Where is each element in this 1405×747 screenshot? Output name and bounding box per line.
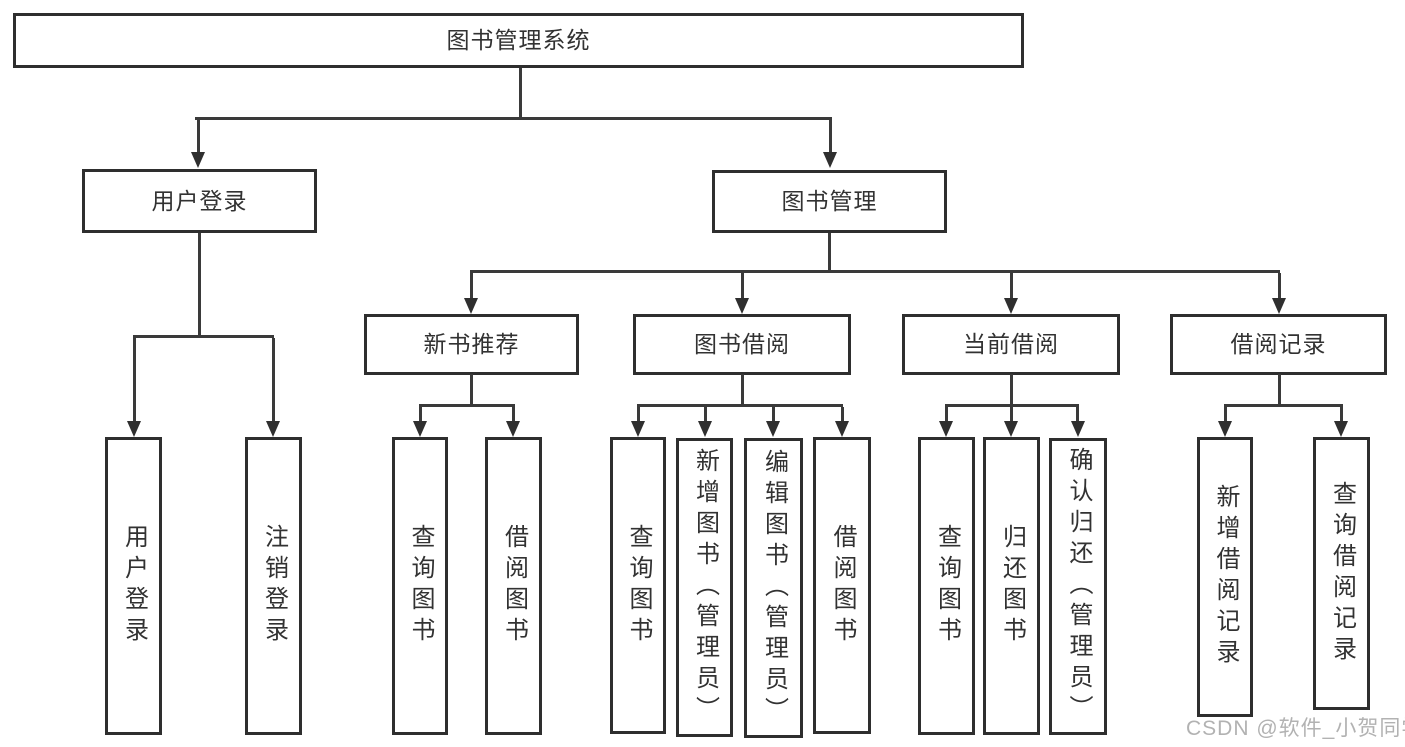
arrowhead-down-icon	[1004, 298, 1018, 314]
connector-line	[198, 233, 201, 335]
connector-line	[1340, 407, 1343, 421]
leaf-edit-books-admin: 编辑图书（管理员）	[744, 438, 803, 738]
leaf-add-borrow-record: 新增借阅记录	[1197, 437, 1253, 717]
node-book-management: 图书管理	[712, 170, 947, 233]
arrowhead-down-icon	[413, 421, 427, 437]
connector-line	[741, 273, 744, 298]
node-library-management-system: 图书管理系统	[13, 13, 1024, 68]
arrowhead-down-icon	[127, 421, 141, 437]
arrowhead-down-icon	[1071, 421, 1085, 437]
leaf-recommend-borrow-books: 借阅图书	[485, 437, 542, 735]
connector-line	[470, 273, 473, 298]
connector-line	[133, 335, 274, 338]
arrowhead-down-icon	[1272, 298, 1286, 314]
node-label: 编辑图书（管理员）	[760, 448, 788, 728]
node-label: 借阅图书	[500, 524, 528, 648]
connector-line	[637, 407, 640, 421]
connector-line	[637, 404, 843, 407]
node-label: 用户登录	[151, 187, 248, 214]
node-label: 查询图书	[625, 523, 652, 648]
connector-line	[512, 407, 515, 421]
leaf-return-books: 归还图书	[983, 437, 1040, 735]
connector-line	[133, 338, 136, 421]
node-label: 查询图书	[933, 524, 961, 648]
leaf-confirm-return-admin: 确认归还（管理员）	[1049, 438, 1107, 735]
arrowhead-down-icon	[1004, 421, 1018, 437]
leaf-borrowing-query-books: 查询图书	[610, 437, 666, 734]
leaf-user-login: 用户登录	[105, 437, 162, 735]
connector-line	[470, 374, 473, 404]
connector-line	[1278, 273, 1281, 298]
node-label: 注销登录	[260, 524, 288, 648]
connector-line	[945, 404, 1079, 407]
node-label: 用户登录	[120, 524, 148, 648]
connector-line	[945, 407, 948, 421]
node-label: 新书推荐	[423, 331, 520, 357]
connector-line	[841, 407, 844, 421]
connector-line	[829, 120, 832, 152]
leaf-current-query-books: 查询图书	[918, 437, 975, 735]
node-borrowing-records: 借阅记录	[1170, 314, 1387, 375]
node-label: 图书借阅	[694, 331, 790, 357]
connector-line	[1076, 407, 1079, 421]
leaf-logout: 注销登录	[245, 437, 302, 735]
connector-line	[741, 374, 744, 404]
arrowhead-down-icon	[835, 421, 849, 437]
node-current-borrowing: 当前借阅	[902, 314, 1120, 375]
connector-line	[419, 404, 515, 407]
connector-line	[1278, 374, 1281, 404]
node-label: 当前借阅	[963, 331, 1059, 357]
node-label: 新增图书（管理员）	[691, 448, 719, 727]
connector-line	[1224, 407, 1227, 421]
arrowhead-down-icon	[191, 152, 205, 168]
node-label: 图书管理	[781, 188, 878, 214]
node-label: 借阅记录	[1230, 331, 1327, 357]
node-label: 归还图书	[998, 524, 1026, 648]
node-new-book-recommend: 新书推荐	[364, 314, 579, 375]
connector-line	[519, 68, 522, 120]
arrowhead-down-icon	[464, 298, 478, 314]
arrowhead-down-icon	[506, 421, 520, 437]
node-label: 图书管理系统	[446, 27, 591, 53]
connector-line	[772, 407, 775, 421]
arrowhead-down-icon	[766, 421, 780, 437]
node-label: 查询借阅记录	[1328, 480, 1356, 667]
connector-line	[1010, 407, 1013, 421]
connector-line	[828, 233, 831, 270]
connector-line	[272, 338, 275, 421]
arrowhead-down-icon	[266, 421, 280, 437]
leaf-borrowing-borrow-books: 借阅图书	[813, 437, 871, 734]
connector-line	[470, 270, 1280, 273]
node-label: 借阅图书	[829, 523, 856, 648]
connector-line	[1224, 404, 1343, 407]
connector-line	[195, 117, 832, 120]
connector-line	[1010, 273, 1013, 298]
arrowhead-down-icon	[698, 421, 712, 437]
connector-line	[197, 120, 200, 152]
watermark: CSDN @软件_小贺同学	[1186, 717, 1405, 740]
leaf-recommend-query-books: 查询图书	[392, 437, 448, 735]
leaf-add-books-admin: 新增图书（管理员）	[676, 438, 733, 737]
connector-line	[1010, 374, 1013, 404]
node-label: 新增借阅记录	[1212, 484, 1239, 670]
arrowhead-down-icon	[735, 298, 749, 314]
node-user-login: 用户登录	[82, 169, 317, 233]
leaf-query-borrow-record: 查询借阅记录	[1313, 437, 1370, 710]
connector-line	[704, 407, 707, 421]
connector-line	[419, 407, 422, 421]
node-book-borrowing: 图书借阅	[633, 314, 851, 375]
arrowhead-down-icon	[1218, 421, 1232, 437]
arrowhead-down-icon	[939, 421, 953, 437]
node-label: 查询图书	[407, 524, 434, 648]
arrowhead-down-icon	[631, 421, 645, 437]
arrowhead-down-icon	[823, 152, 837, 168]
node-label: 确认归还（管理员）	[1065, 447, 1092, 726]
arrowhead-down-icon	[1334, 421, 1348, 437]
